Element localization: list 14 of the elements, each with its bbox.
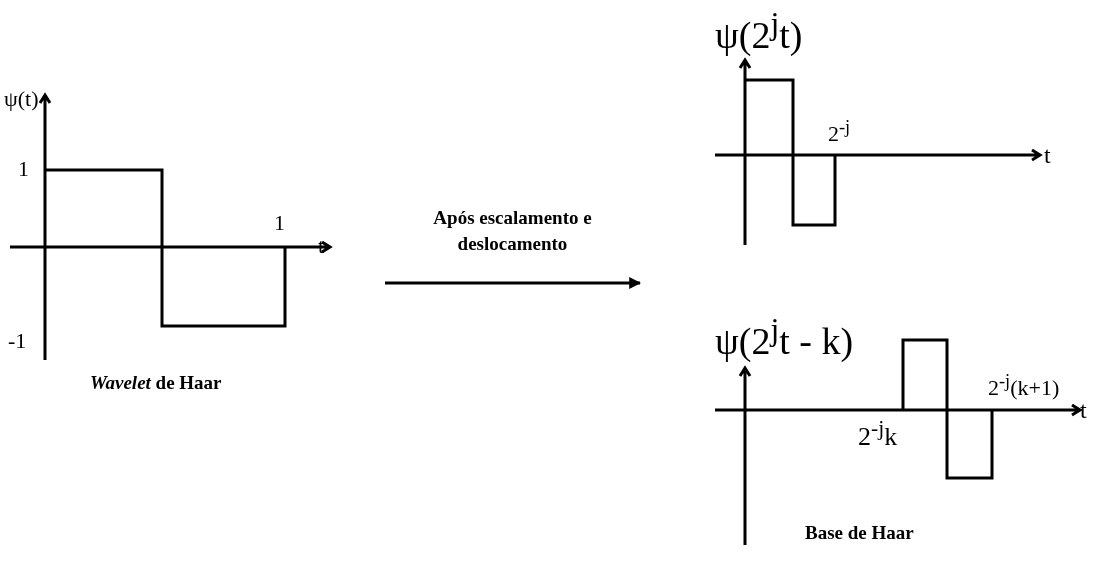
- plot-caption: Base de Haar: [805, 522, 914, 544]
- tick-label: 1: [18, 158, 29, 180]
- axis-label: t: [1080, 398, 1087, 422]
- plot-caption: Wavelet de Haar: [90, 372, 222, 394]
- arrow: [385, 277, 642, 289]
- axis-label: ψ(2$^{j}$t): [715, 8, 803, 54]
- tick-label: -1: [8, 330, 27, 352]
- tick-label: 2$^{-j}$: [828, 118, 851, 146]
- tick-label: 2$^{-j}$(k+1): [988, 372, 1060, 400]
- axis-label: ψ(t): [4, 88, 39, 110]
- axis-label: t: [1044, 143, 1051, 167]
- tick-label: 2$^{-j}$k: [858, 418, 898, 450]
- tick-label: 1: [274, 212, 285, 234]
- axis-label: ψ(2$^{j}$t - k): [715, 314, 854, 360]
